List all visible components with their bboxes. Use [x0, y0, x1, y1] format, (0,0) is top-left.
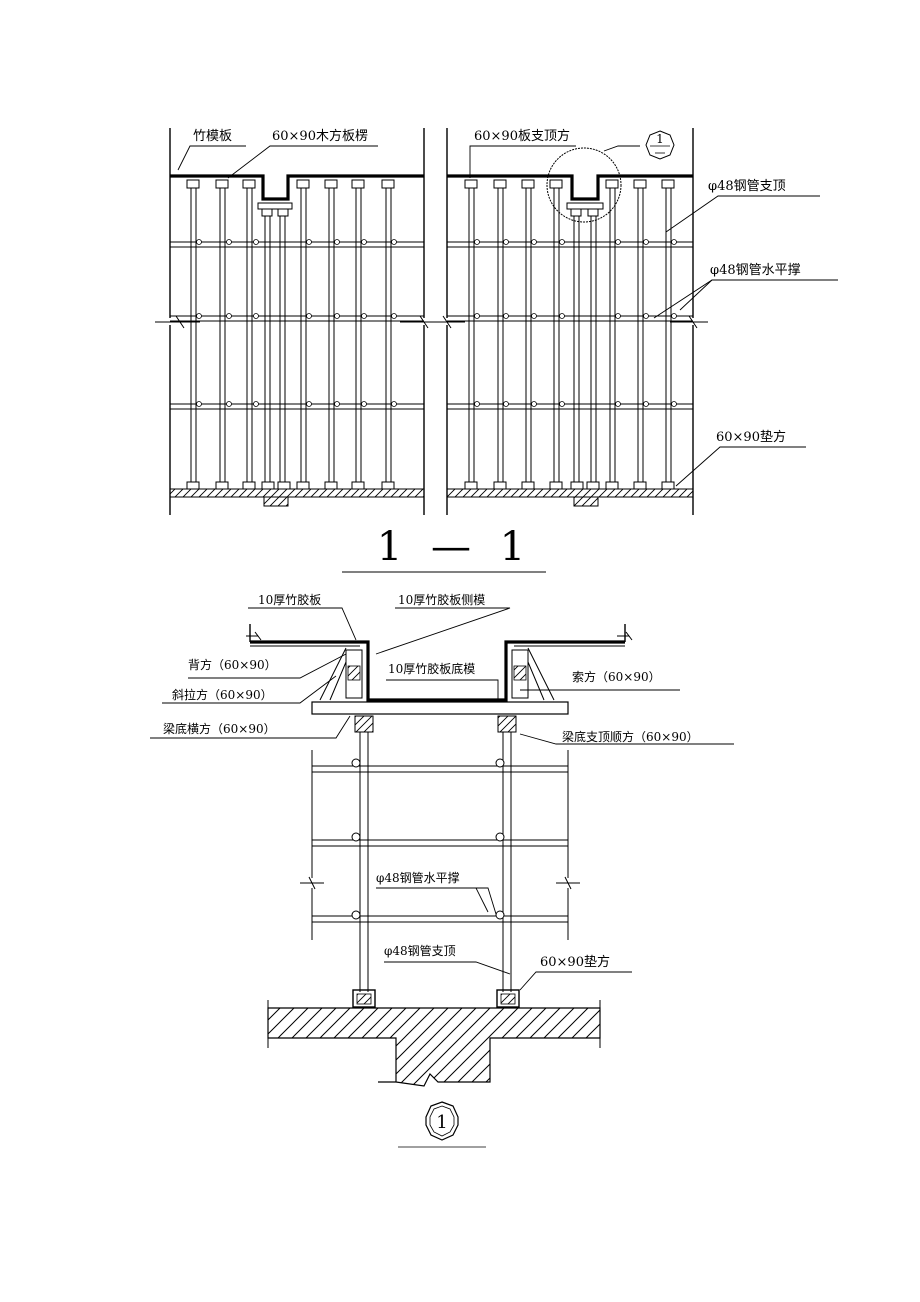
detail-title-number: 1 — [436, 1112, 447, 1133]
label-pad: 60×90垫方 — [716, 429, 786, 445]
label-bottom-form: 10厚竹胶板底模 — [388, 661, 475, 676]
detail-title-bubble: 1 — [425, 1101, 459, 1141]
joists-right — [464, 179, 675, 217]
detail-1: 10厚竹胶板 10厚竹胶板侧模 背方（60×90） 10厚竹胶板底模 索方（60… — [150, 592, 734, 1148]
pads-right — [464, 481, 675, 490]
detail-reference-bubble: 1 — [645, 130, 675, 160]
right-panel — [432, 128, 708, 515]
props-left — [190, 188, 392, 482]
label-bamboo-board: 竹模板 — [193, 129, 232, 144]
label-back-beam: 背方（60×90） — [188, 657, 277, 672]
label-steel-brace: φ48钢管水平撑 — [376, 870, 460, 885]
label-joist: 60×90木方板楞 — [272, 128, 368, 144]
label-steel-brace: φ48钢管水平撑 — [710, 263, 801, 278]
section-1-1: 1 竹模板 60×90木方板楞 60×90板支顶方 φ48钢管支顶 φ48钢管水… — [155, 128, 838, 573]
label-steel-prop: φ48钢管支顶 — [384, 943, 456, 958]
braces-left — [170, 241, 424, 410]
label-side-form: 10厚竹胶板侧模 — [398, 592, 485, 607]
label-slab-support-beam: 60×90板支顶方 — [474, 128, 570, 144]
detail-ref-number: 1 — [656, 132, 664, 146]
braces-right — [447, 241, 693, 410]
label-beam-bottom-longitudinal: 梁底支顶顺方（60×90） — [562, 729, 699, 744]
label-bamboo-plywood: 10厚竹胶板 — [258, 592, 321, 607]
label-pad: 60×90垫方 — [540, 954, 610, 970]
leaders-1-1 — [177, 145, 838, 487]
label-clamp: 索方（60×90） — [572, 669, 661, 684]
pads-left — [186, 481, 395, 490]
joists-left — [186, 179, 395, 217]
label-steel-prop: φ48钢管支顶 — [708, 179, 786, 194]
left-panel — [155, 128, 440, 515]
label-beam-bottom-cross: 梁底横方（60×90） — [163, 721, 276, 736]
label-diagonal-brace: 斜拉方（60×90） — [172, 687, 273, 702]
props-right — [468, 188, 672, 482]
section-title: 1 — 1 — [377, 524, 533, 570]
